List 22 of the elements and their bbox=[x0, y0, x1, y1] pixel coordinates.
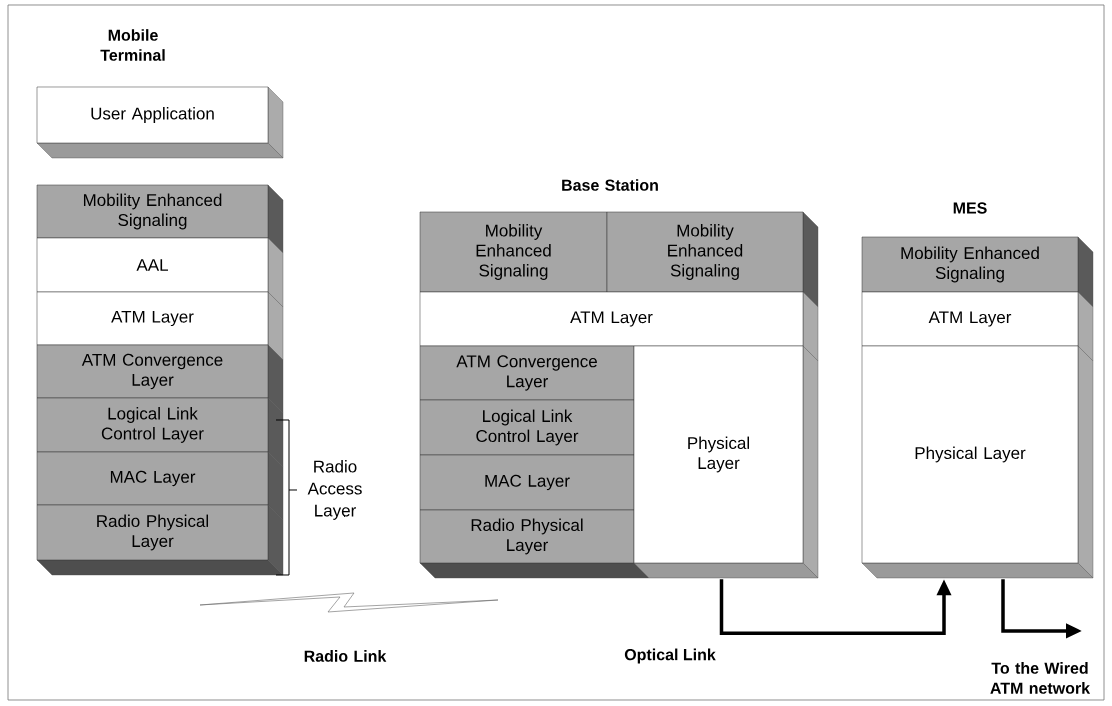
layer-box: Mobility Enhanced Signaling bbox=[861, 236, 1094, 308]
heading: Base Station bbox=[562, 179, 658, 191]
layer-box: AAL bbox=[36, 237, 284, 308]
layer-box: User Application bbox=[36, 86, 284, 159]
bracket-label: Radio Access Layer bbox=[307, 460, 362, 520]
layer-box: MAC Layer bbox=[419, 454, 635, 511]
layer-box: Logical Link Control Layer bbox=[419, 399, 635, 456]
layer-box: Mobility Enhanced Signaling bbox=[36, 184, 284, 254]
layer-box: ATM Convergence Layer bbox=[419, 345, 635, 401]
edge-label: Optical Link bbox=[623, 647, 717, 665]
layer-box: Logical Link Control Layer bbox=[36, 397, 284, 468]
heading: MES bbox=[953, 202, 987, 214]
layer-box: Mobility Enhanced Signaling bbox=[419, 211, 608, 293]
layer-box: ATM Layer bbox=[861, 291, 1094, 362]
layer-box: Radio Physical Layer bbox=[36, 504, 284, 576]
layer-box: Physical Layer bbox=[633, 345, 819, 579]
note-text: To the Wired ATM network bbox=[990, 662, 1091, 694]
heading: Mobile Terminal bbox=[100, 29, 165, 61]
caption: Radio Link bbox=[304, 650, 387, 662]
layer-box: Physical Layer bbox=[861, 345, 1094, 579]
layer-box: Radio Physical Layer bbox=[419, 509, 650, 579]
layer-box: Mobility Enhanced Signaling bbox=[606, 211, 819, 308]
